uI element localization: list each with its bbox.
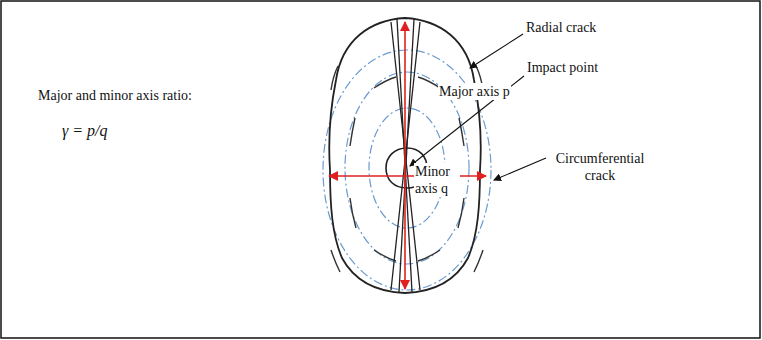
axis-label: Major axis p bbox=[438, 83, 511, 100]
part-label: Radial crack bbox=[526, 19, 596, 36]
leader-arrow bbox=[494, 158, 546, 180]
axis-label: Minor axis q bbox=[414, 163, 460, 197]
axis-ratio-label: Major and minor axis ratio: bbox=[38, 87, 192, 104]
radial-cracks bbox=[391, 19, 420, 292]
major-axis-arrow bbox=[404, 22, 406, 289]
part-label: Circumferential crack bbox=[548, 150, 652, 184]
leader-arrow bbox=[470, 34, 523, 68]
outer-crack bbox=[329, 18, 481, 293]
part-label: Impact point bbox=[527, 59, 598, 76]
minor-axis-arrow bbox=[329, 175, 486, 177]
leader-arrow bbox=[410, 76, 524, 166]
ratio-formula: γ = p/q bbox=[62, 121, 108, 140]
